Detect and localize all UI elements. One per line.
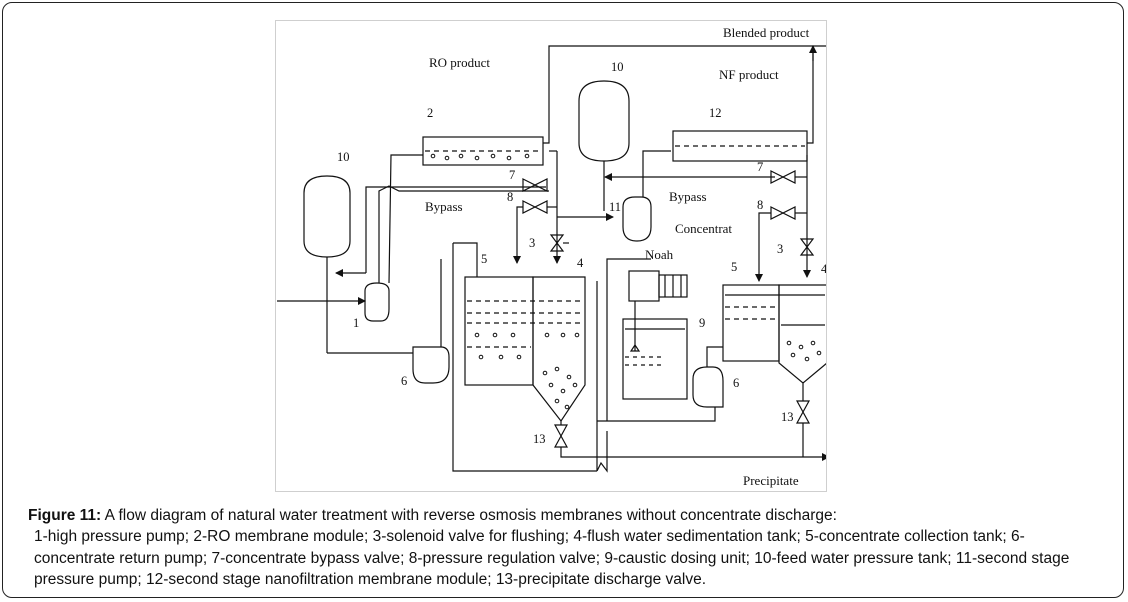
num-8-right: 8 <box>757 198 763 212</box>
num-8-left: 8 <box>507 190 513 204</box>
num-5-right: 5 <box>731 260 737 274</box>
bypass-valve-7-left <box>522 178 548 192</box>
label-precipitate: Precipitate <box>743 473 799 488</box>
num-4-left: 4 <box>577 256 584 270</box>
precipitate-line <box>560 447 830 461</box>
sedimentation-tank-4-left <box>532 276 586 423</box>
num-3-right: 3 <box>777 242 783 256</box>
bypass-valve-7-right <box>770 170 796 184</box>
blended-product-line <box>543 42 842 144</box>
label-blended-product: Blended product <box>723 25 810 40</box>
feed-pressure-tank-10-center <box>578 80 630 162</box>
num-4-right: 4 <box>821 262 826 276</box>
num-7-left: 7 <box>509 168 515 182</box>
num-7-right: 7 <box>757 160 763 174</box>
second-stage-pump-11 <box>622 196 652 242</box>
num-3-left: 3 <box>529 236 535 250</box>
num-12: 12 <box>709 106 722 120</box>
num-1: 1 <box>353 316 359 330</box>
num-6-left: 6 <box>401 374 407 388</box>
ro-membrane-module-2 <box>422 136 544 166</box>
precipitate-valve-13-left <box>553 424 569 448</box>
label-noah: Noah <box>645 247 674 262</box>
concentrate-tank-5-left <box>464 276 534 386</box>
nf-membrane-module-12 <box>672 130 808 162</box>
figure-legend: 1-high pressure pump; 2-RO membrane modu… <box>34 528 1070 588</box>
num-13-left: 13 <box>533 432 546 446</box>
flow-diagram-svg: Blended product RO product NF product By… <box>277 25 842 488</box>
concentrate-return-pump-6-right <box>692 366 724 408</box>
sedimentation-tank-4-right <box>778 284 828 384</box>
figure-title: A flow diagram of natural water treatmen… <box>101 507 837 524</box>
num-2: 2 <box>427 106 433 120</box>
label-bypass-left: Bypass <box>425 199 463 214</box>
feed-pressure-tank-10-left <box>303 175 351 258</box>
concentrate-tank-5-right <box>722 284 780 362</box>
label-nf-product: NF product <box>719 67 779 82</box>
caustic-dosing-unit-9 <box>622 318 688 400</box>
num-10-center: 10 <box>611 60 624 74</box>
num-11: 11 <box>609 200 621 214</box>
num-10-left: 10 <box>337 150 350 164</box>
noah-dosing-motor <box>628 270 660 302</box>
pressure-valve-8-left <box>522 200 548 214</box>
label-concentrat: Concentrat <box>675 221 732 236</box>
flow-diagram: Blended product RO product NF product By… <box>275 20 842 492</box>
figure-caption: Figure 11: A flow diagram of natural wat… <box>28 505 1103 590</box>
high-pressure-pump-1 <box>364 282 390 322</box>
num-5-left: 5 <box>481 252 487 266</box>
precipitate-valve-13-right <box>795 400 811 424</box>
pressure-valve-8-right <box>770 206 796 220</box>
figure-label: Figure 11: <box>28 507 102 524</box>
concentrate-return-pump-6-left <box>412 346 450 384</box>
solenoid-valve-3-left <box>549 234 565 252</box>
solenoid-valve-3-right <box>799 238 815 256</box>
num-6-right: 6 <box>733 376 739 390</box>
label-ro-product: RO product <box>429 55 490 70</box>
num-9: 9 <box>699 316 705 330</box>
label-bypass-right: Bypass <box>669 189 707 204</box>
num-13-right: 13 <box>781 410 794 424</box>
